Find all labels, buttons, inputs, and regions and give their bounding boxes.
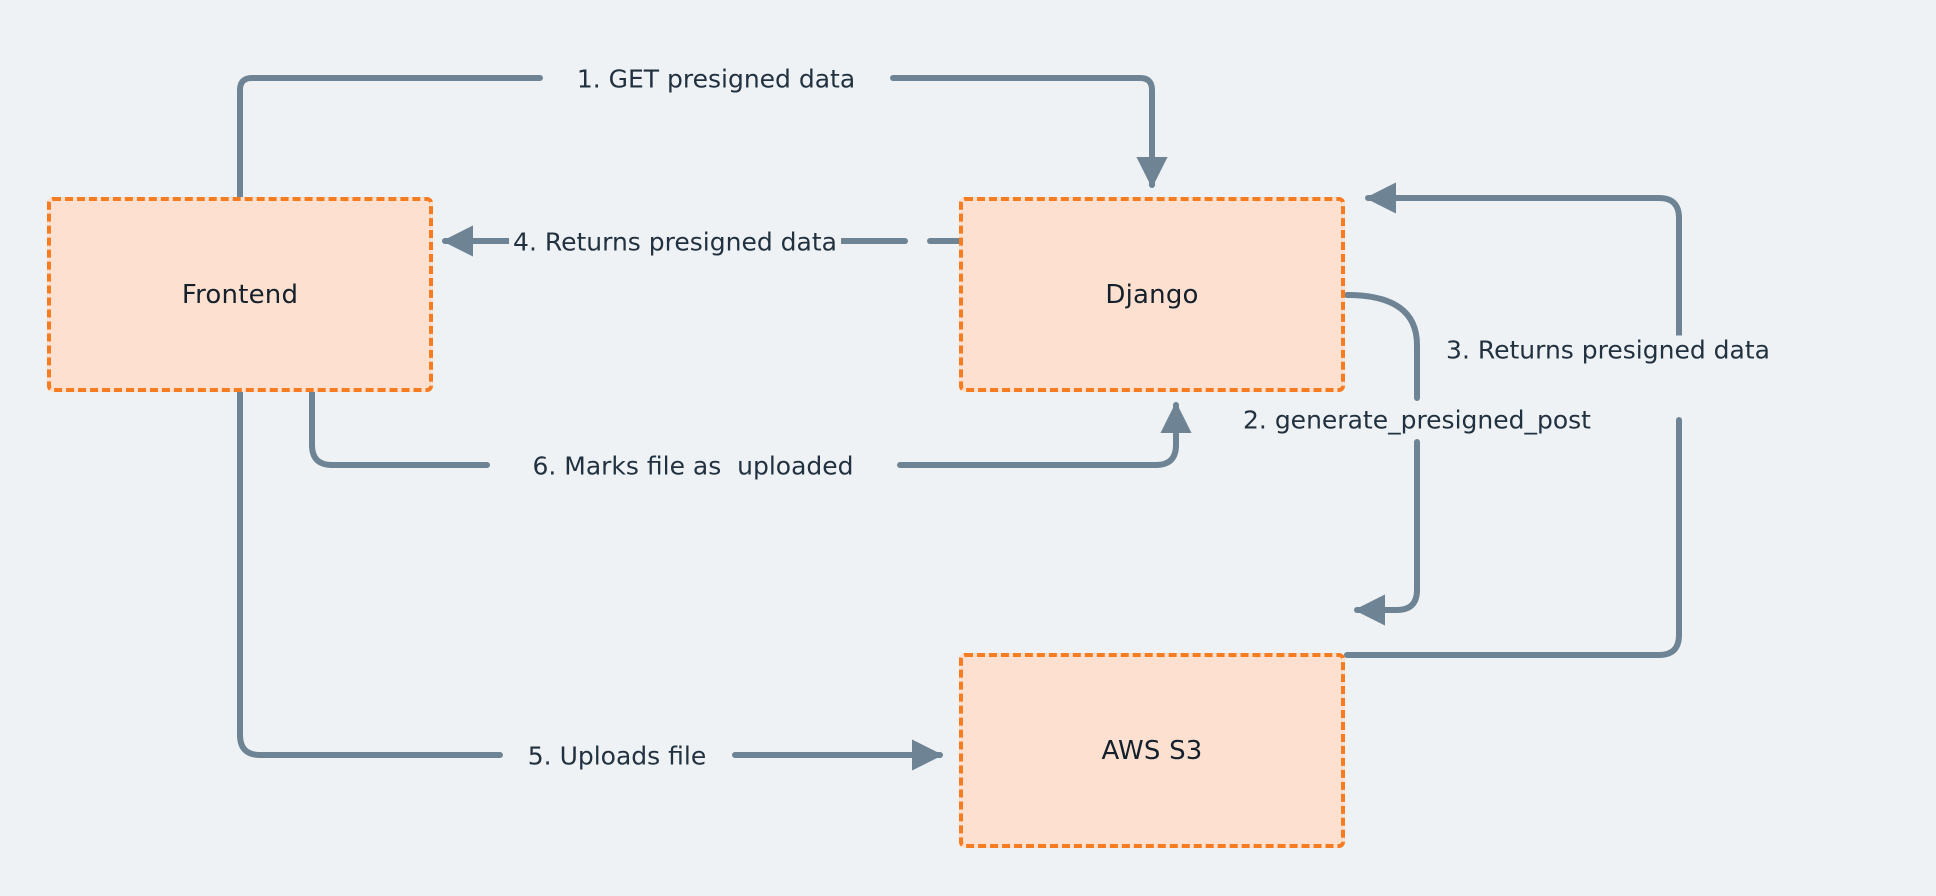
edge-2-path-lower [1353, 439, 1420, 626]
node-aws-s3[interactable]: AWS S3 [959, 653, 1345, 848]
edge-label-5: 5. Uploads file [523, 741, 711, 771]
node-django[interactable]: Django [959, 197, 1345, 392]
edge-5-path-left [237, 389, 503, 758]
edge-3-path-upper [1364, 182, 1682, 348]
edge-label-4: 4. Returns presigned data [509, 227, 841, 257]
edge-1-path-left [237, 75, 543, 200]
node-frontend[interactable]: Frontend [47, 197, 433, 392]
node-aws-s3-label: AWS S3 [1101, 735, 1203, 766]
edge-6-path-right [897, 401, 1192, 468]
edge-label-3: 3. Returns presigned data [1442, 335, 1774, 365]
edge-3-path-lower [1344, 417, 1682, 658]
node-django-label: Django [1105, 279, 1199, 310]
edge-6-path-left [309, 389, 490, 468]
edge-label-6: 6. Marks file as uploaded [528, 451, 858, 481]
edge-2-path-upper [1344, 292, 1420, 401]
edge-label-2: 2. generate_presigned_post [1239, 405, 1595, 435]
edge-label-1: 1. GET presigned data [572, 64, 860, 94]
node-frontend-label: Frontend [181, 279, 299, 310]
edge-1-path-right [890, 75, 1168, 189]
